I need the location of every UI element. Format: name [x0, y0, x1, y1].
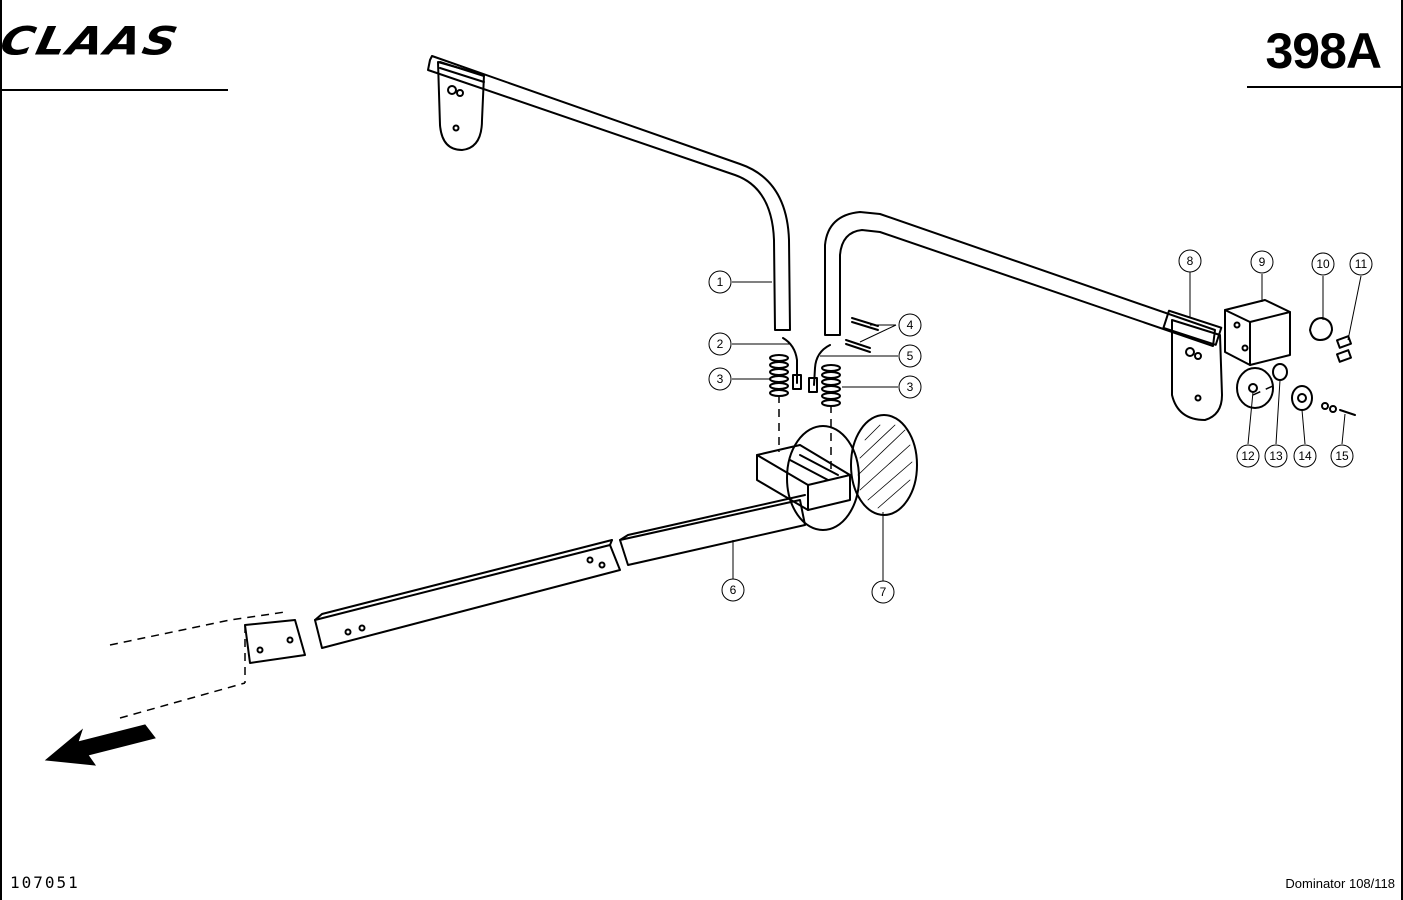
right-spring	[821, 364, 841, 407]
mount-block	[756, 444, 851, 511]
phantom-boom-top	[109, 611, 286, 646]
left-spring-hook	[782, 337, 798, 384]
callout-4-circle	[898, 313, 922, 337]
callout-5-circle	[898, 344, 922, 368]
left-mount-bracket	[437, 61, 485, 151]
callout-8-label: 8	[1187, 254, 1194, 268]
star-washer	[1291, 385, 1313, 411]
right-tension-rod	[824, 211, 1216, 347]
connector-plug-a	[1335, 335, 1353, 349]
callout-12-circle	[1236, 444, 1260, 468]
callout-14-circle	[1293, 444, 1317, 468]
callout-11-label: 11	[1355, 257, 1368, 271]
phantom-boom-bottom	[119, 682, 246, 719]
left-clamp	[792, 374, 802, 390]
connector-plug-b	[1335, 349, 1353, 363]
callout-3a-label: 3	[717, 372, 724, 386]
callout-9-label: 9	[1259, 255, 1266, 269]
lamp-bulb	[1309, 317, 1333, 341]
right-spring-hook	[813, 344, 831, 386]
screw	[1339, 409, 1356, 416]
callout-7-label: 7	[880, 585, 887, 599]
small-nut	[1321, 402, 1329, 410]
callout-15-label: 15	[1335, 449, 1349, 463]
callout-15-circle	[1330, 444, 1354, 468]
callout-3b-circle	[898, 375, 922, 399]
switch-box	[1224, 299, 1291, 366]
callout-13-circle	[1264, 444, 1288, 468]
callout-2-label: 2	[717, 337, 724, 351]
page-code-underline	[1247, 86, 1401, 88]
page-code: 398A	[1265, 23, 1382, 79]
callout-8-circle	[1178, 249, 1202, 273]
callout-14-label: 14	[1298, 449, 1312, 463]
small-washer	[1329, 405, 1337, 413]
backing-disc	[786, 425, 860, 531]
left-spring	[769, 354, 789, 397]
switch-cap	[1272, 363, 1288, 381]
callout-1-circle	[708, 270, 732, 294]
callout-1-label: 1	[717, 275, 724, 289]
callout-10-circle	[1311, 252, 1335, 276]
callout-9-circle	[1250, 250, 1274, 274]
switch-disc	[1236, 367, 1274, 409]
callout-6-label: 6	[730, 583, 737, 597]
drawing-number: 107051	[10, 873, 80, 892]
callout-4-label: 4	[907, 318, 914, 332]
callout-7-circle	[871, 580, 895, 604]
callout-12-label: 12	[1241, 449, 1255, 463]
left-tension-rod	[427, 55, 791, 331]
boom-middle-tube	[314, 544, 621, 649]
page-border-left	[0, 0, 2, 900]
boom-end	[244, 619, 306, 664]
callout-11-circle	[1349, 252, 1373, 276]
mirror-glass	[850, 414, 918, 516]
model-name: Dominator 108/118	[1285, 876, 1395, 891]
callout-3b-label: 3	[907, 380, 914, 394]
callout-5-label: 5	[907, 349, 914, 363]
callout-6-circle	[721, 578, 745, 602]
right-clamp	[808, 377, 818, 393]
callout-10-label: 10	[1316, 257, 1330, 271]
callout-2-circle	[708, 332, 732, 356]
page-border-right	[1401, 0, 1403, 900]
direction-arrow	[44, 724, 156, 766]
right-mount-bracket	[1171, 319, 1223, 421]
pin-b	[845, 339, 871, 349]
callout-13-label: 13	[1269, 449, 1283, 463]
callout-3a-circle	[708, 367, 732, 391]
boom-inner-tube	[619, 499, 806, 566]
logo-underline	[0, 89, 228, 91]
